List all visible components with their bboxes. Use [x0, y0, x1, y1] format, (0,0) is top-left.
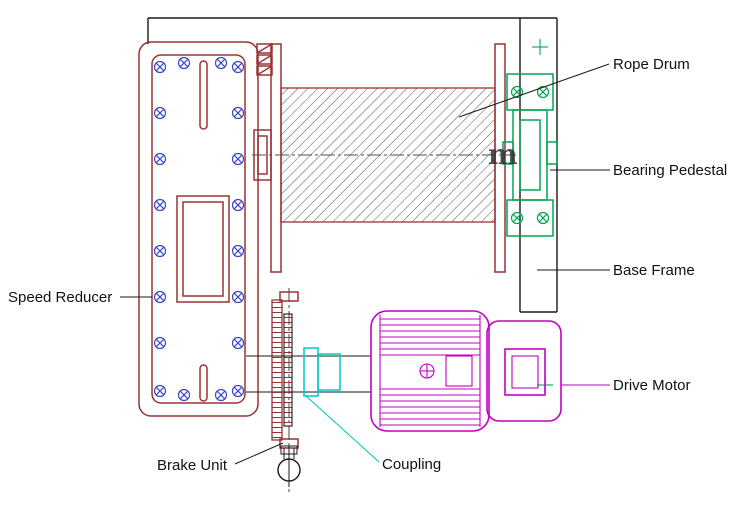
- drum-body: [280, 87, 496, 223]
- speed-reducer-drawing: [138, 41, 259, 417]
- output-shaft-drawing: [246, 355, 371, 393]
- motor-lifting-eye: [419, 363, 435, 379]
- motor-body: [370, 310, 490, 432]
- coupling-hub-2: [317, 353, 341, 391]
- rope-drum-drawing: [252, 43, 516, 273]
- drive-motor-drawing: [370, 310, 562, 432]
- bearing-pedestal-label: Bearing Pedestal: [613, 162, 727, 179]
- brake-unit-leader: [234, 442, 284, 465]
- watermark-text: m: [488, 138, 518, 171]
- coupling-disc-2: [283, 313, 293, 427]
- drum-shaft-coupling-bolts: [256, 43, 273, 76]
- coupling-disc-1: [271, 299, 283, 441]
- reducer-top-slot: [199, 60, 208, 130]
- drive-motor-label: Drive Motor: [613, 377, 691, 394]
- speed-reducer-label: Speed Reducer: [8, 289, 112, 306]
- motor-cooling-fins: [380, 318, 480, 426]
- coupling-leader: [305, 395, 380, 463]
- reducer-inspection-window: [176, 195, 230, 303]
- rope-drum-leader: [458, 63, 610, 118]
- bearing-pedestal-drawing: [502, 73, 558, 237]
- brake-unit-drawing: [277, 445, 301, 487]
- reducer-bolts: [153, 56, 245, 402]
- motor-end-housing: [486, 320, 562, 422]
- coupling-hub-1: [303, 347, 319, 397]
- reducer-bottom-slot: [199, 364, 208, 402]
- coupling-top-clamp: [279, 291, 299, 302]
- base-frame-label: Base Frame: [613, 262, 695, 279]
- leader-lines: [120, 63, 610, 465]
- drum-side-bracket: [253, 129, 272, 181]
- coupling-label: Coupling: [382, 456, 441, 473]
- brake-unit-label: Brake Unit: [157, 457, 228, 474]
- drum-left-flange: [270, 43, 282, 273]
- rope-drum-label: Rope Drum: [613, 56, 690, 73]
- motor-terminal-box: [504, 348, 546, 396]
- labels: Rope Drum Bearing Pedestal Base Frame Dr…: [8, 56, 727, 474]
- motor-nameplate: [445, 355, 473, 387]
